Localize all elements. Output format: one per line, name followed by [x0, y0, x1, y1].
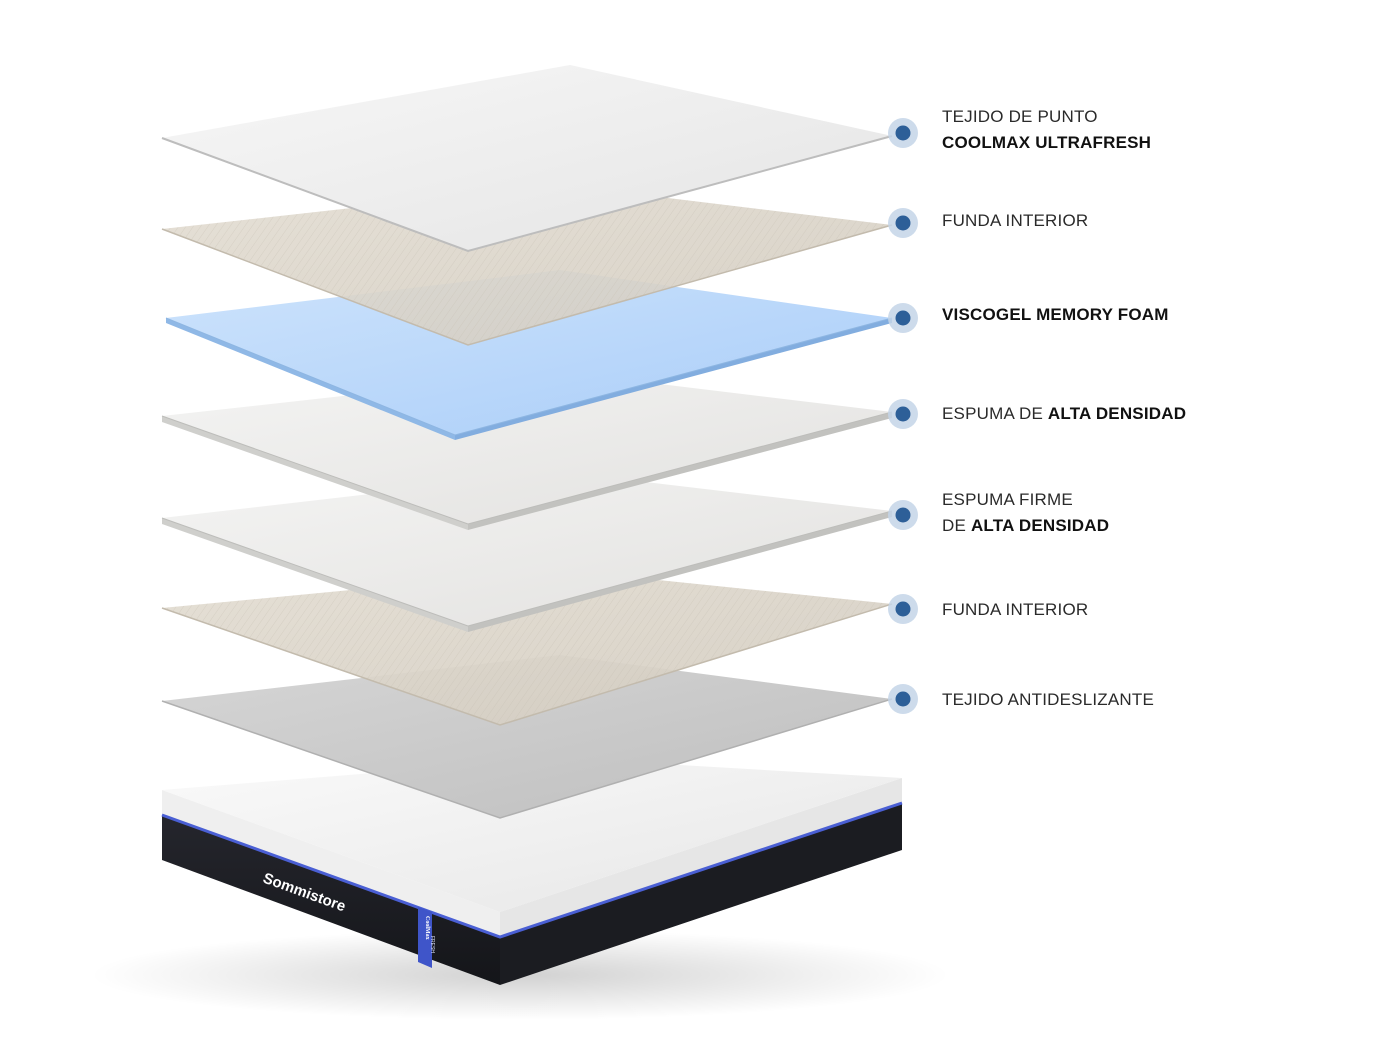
marker-dot-viscogel	[895, 310, 911, 326]
label-non-slip-fabric: TEJIDO ANTIDESLIZANTE	[942, 687, 1154, 713]
layer-top-cover	[161, 65, 893, 253]
label-viscogel: VISCOGEL MEMORY FOAM	[942, 302, 1169, 328]
layer-inner-cover-2	[161, 570, 893, 726]
coolmax-tag-text-1: CoolMax	[424, 916, 430, 940]
marker-dot-inner-cover-2	[895, 601, 911, 617]
marker-dot-non-slip-fabric	[895, 691, 911, 707]
mattress-top-band-left	[162, 790, 500, 937]
label-non-slip-fabric-line-1: TEJIDO ANTIDESLIZANTE	[942, 690, 1155, 709]
mattress-blue-piping	[161, 801, 903, 939]
mattress-side-right	[500, 803, 902, 985]
label-top-cover-line-2: COOLMAX ULTRAFRESH	[942, 133, 1152, 152]
marker-dot-top-cover	[895, 125, 911, 141]
label-firm-high-density-foam-line-2: DE ALTA DENSIDAD	[942, 516, 1110, 535]
layer-markers	[888, 118, 918, 714]
mattress-side-left	[162, 815, 500, 985]
layer-inner-cover-1	[161, 185, 893, 346]
coolmax-tag-text-2: FRESH	[429, 936, 435, 953]
label-inner-cover-1: FUNDA INTERIOR	[942, 208, 1088, 234]
label-inner-cover-2: FUNDA INTERIOR	[942, 597, 1088, 623]
layer-high-density-foam	[161, 372, 893, 530]
marker-dot-high-density-foam	[895, 406, 911, 422]
marker-dot-inner-cover-1	[895, 215, 911, 231]
label-top-cover: TEJIDO DE PUNTO COOLMAX ULTRAFRESH	[942, 104, 1151, 156]
mattress: CoolMax FRESH Sommistore	[161, 758, 903, 985]
mattress-top-band-right	[500, 778, 902, 937]
layer-firm-high-density-foam	[161, 472, 893, 632]
label-inner-cover-1-line-1: FUNDA INTERIOR	[942, 211, 1089, 230]
label-high-density-foam-line-1: ESPUMA DE ALTA DENSIDAD	[942, 404, 1187, 423]
mattress-top-surface	[162, 758, 902, 912]
label-firm-high-density-foam-line-1: ESPUMA FIRME	[942, 490, 1073, 509]
label-top-cover-line-1: TEJIDO DE PUNTO	[942, 107, 1098, 126]
label-viscogel-line-1: VISCOGEL MEMORY FOAM	[942, 305, 1169, 324]
layer-non-slip-fabric	[161, 655, 893, 819]
layer-viscogel	[165, 270, 893, 440]
coolmax-tag	[418, 907, 432, 968]
label-firm-high-density-foam: ESPUMA FIRME DE ALTA DENSIDAD	[942, 487, 1109, 539]
label-inner-cover-2-line-1: FUNDA INTERIOR	[942, 600, 1089, 619]
marker-dot-firm-high-density-foam	[895, 507, 911, 523]
label-high-density-foam: ESPUMA DE ALTA DENSIDAD	[942, 401, 1186, 427]
